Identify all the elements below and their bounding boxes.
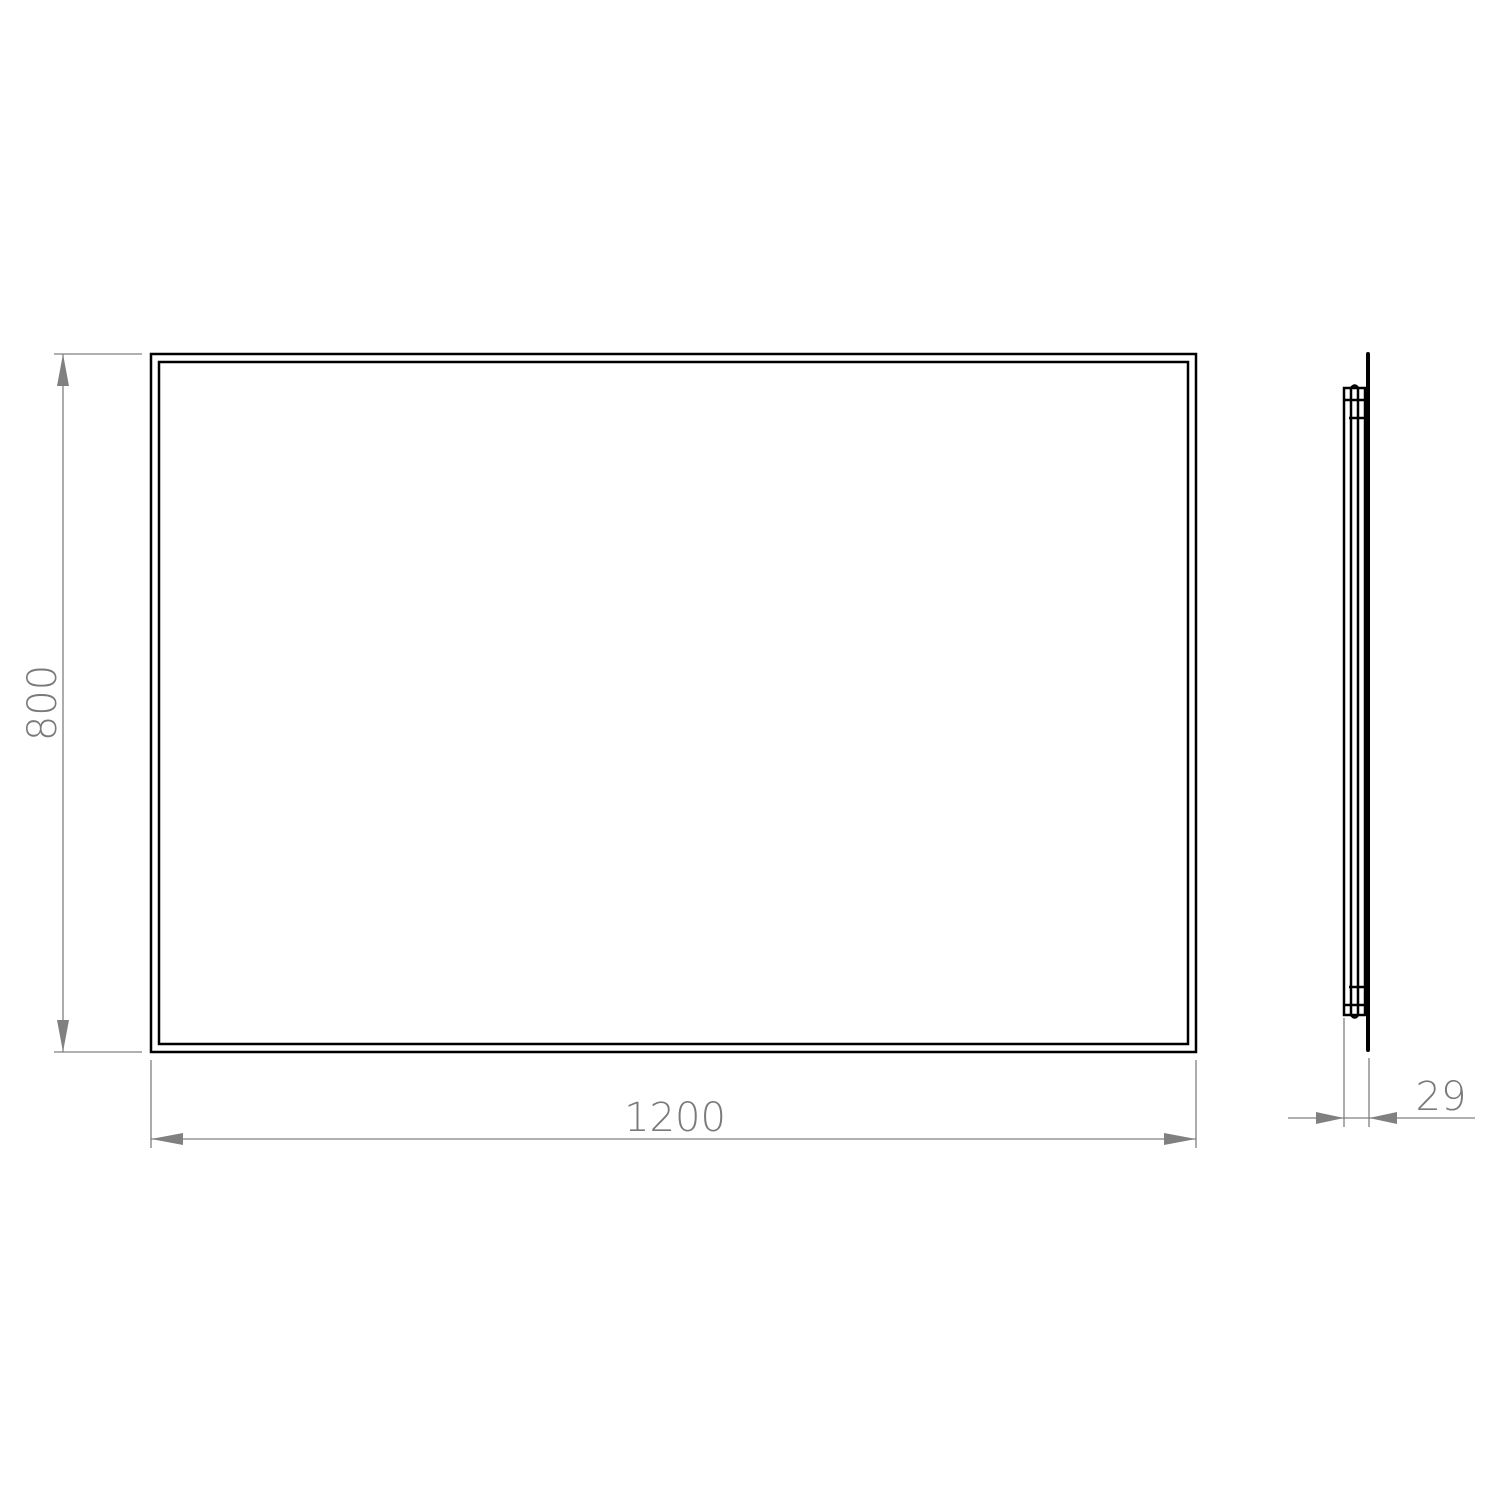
bracket-cap-bottom [1350,1014,1360,1019]
height-dimension: 800 [20,353,142,1053]
mirror-outer-frame [149,352,1198,1054]
depth-label: 29 [1416,1074,1467,1120]
bracket-cap-top [1350,384,1360,389]
arrow-left-icon [1369,1112,1397,1124]
mirror-inner-frame [157,360,1190,1046]
depth-dimension: 29 [1288,1018,1475,1127]
arrow-right-icon [1164,1133,1196,1145]
arrow-down-icon [57,1020,69,1052]
height-label: 800 [20,665,66,741]
arrow-right-icon [1316,1112,1344,1124]
arrow-left-icon [151,1133,183,1145]
side-view [1342,352,1370,1052]
width-label: 1200 [624,1095,726,1141]
front-view [149,352,1198,1054]
mounting-bracket [1342,386,1367,1017]
arrow-up-icon [57,354,69,386]
width-dimension: 1200 [150,1060,1197,1148]
